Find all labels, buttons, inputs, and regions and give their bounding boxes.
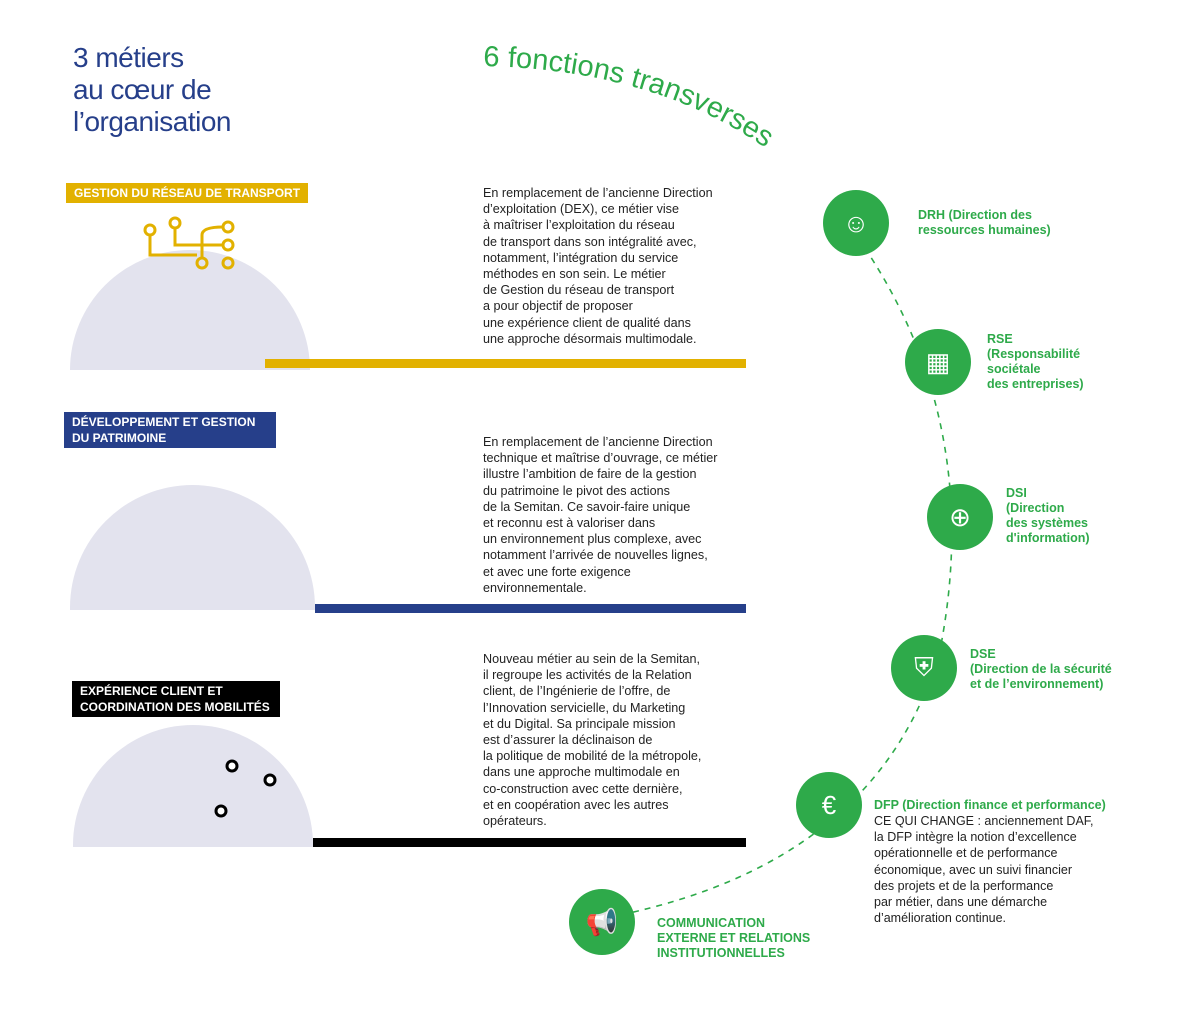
fonction-label: RSE (Responsabilité sociétale des entrep…: [987, 332, 1084, 391]
hand-person-icon: ☺: [823, 190, 889, 256]
fonction-description: CE QUI CHANGE : anciennement DAF, la DFP…: [874, 814, 1094, 926]
metier-bar: [315, 604, 746, 613]
fonction-label: DFP (Direction finance et performance): [874, 798, 1106, 812]
fonction-label: DSE (Direction de la sécurité et de l’en…: [970, 647, 1112, 691]
metier-label: DÉVELOPPEMENT ET GESTION DU PATRIMOINE: [64, 412, 276, 448]
network-nodes-icon: [143, 216, 235, 270]
megaphone-icon: 📢: [569, 889, 635, 955]
metier-description: En remplacement de l’ancienne Direction …: [483, 186, 713, 346]
title-line: l’organisation: [73, 106, 232, 137]
metier-description: En remplacement de l’ancienne Direction …: [483, 435, 718, 595]
fonction-label: COMMUNICATION EXTERNE ET RELATIONS INSTI…: [657, 916, 811, 960]
cloud-globe-gear-icon: ⊕: [927, 484, 993, 550]
fonction-label: DRH (Direction des ressources humaines): [918, 208, 1051, 237]
metier-label: EXPÉRIENCE CLIENT ET COORDINATION DES MO…: [72, 681, 280, 717]
metier-bar: [265, 359, 746, 368]
metier-description: Nouveau métier au sein de la Semitan, il…: [483, 652, 702, 829]
hand-building-plant-icon: ▦: [905, 329, 971, 395]
metier-label: GESTION DU RÉSEAU DE TRANSPORT: [66, 183, 309, 203]
touch-points-icon: [214, 759, 277, 818]
euro-growth-icon: €: [796, 772, 862, 838]
arc-title-text: 6 fonctions transverses: [483, 41, 779, 154]
fonction-label: DSI (Direction des systèmes d'informatio…: [1006, 486, 1090, 545]
page-title: 3 métiers au cœur de l’organisation: [73, 42, 232, 138]
title-line: 3 métiers: [73, 42, 184, 73]
shield-lock-icon: ⛨: [891, 635, 957, 701]
arc-title: 6 fonctions transverses: [483, 41, 779, 154]
title-line: au cœur de: [73, 74, 212, 105]
metier-bar: [313, 838, 746, 847]
